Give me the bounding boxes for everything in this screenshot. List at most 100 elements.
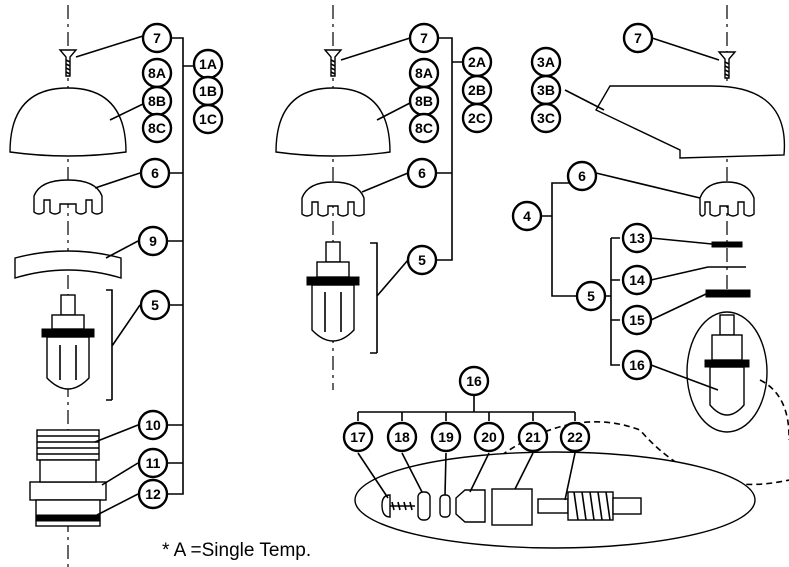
svg-text:20: 20 <box>481 429 497 445</box>
leader-lines-detail <box>357 395 576 501</box>
svg-text:3C: 3C <box>537 110 555 126</box>
callout-12: 12 <box>137 478 169 510</box>
callout-8B-col1: 8B <box>141 85 173 117</box>
spout-handle-3 <box>595 85 786 159</box>
svg-text:3B: 3B <box>537 82 555 98</box>
svg-text:1C: 1C <box>199 111 217 127</box>
callout-7-col2: 7 <box>408 22 440 54</box>
svg-text:5: 5 <box>418 252 426 268</box>
svg-text:15: 15 <box>629 312 645 328</box>
callout-20: 20 <box>473 421 505 453</box>
callout-6-col2: 6 <box>406 157 438 189</box>
screw-part-7-col2 <box>323 49 343 77</box>
svg-text:6: 6 <box>151 165 159 181</box>
callout-3B: 3B <box>530 74 562 106</box>
svg-text:5: 5 <box>151 297 159 313</box>
cap-part-9 <box>14 250 122 279</box>
cartridge-part-16-col3 <box>686 311 768 433</box>
svg-text:18: 18 <box>394 429 410 445</box>
callout-15: 15 <box>621 304 653 336</box>
screw-part-7 <box>58 49 78 77</box>
svg-text:8A: 8A <box>148 65 166 81</box>
svg-text:7: 7 <box>634 30 642 46</box>
svg-text:17: 17 <box>350 429 366 445</box>
callout-2A: 2A <box>461 46 493 78</box>
leader-lines-3 <box>541 37 720 391</box>
svg-text:8B: 8B <box>148 93 166 109</box>
callout-14: 14 <box>621 264 653 296</box>
callout-8A-col2: 8A <box>408 57 440 89</box>
knob-part-6-col3 <box>699 181 755 217</box>
callout-5-col1: 5 <box>139 289 171 321</box>
callout-16-detail: 16 <box>458 365 490 397</box>
callout-21: 21 <box>517 421 549 453</box>
svg-text:10: 10 <box>145 417 161 433</box>
svg-text:13: 13 <box>629 230 645 246</box>
callout-5-col3: 5 <box>575 280 607 312</box>
svg-text:4: 4 <box>523 208 531 224</box>
svg-text:19: 19 <box>438 429 454 445</box>
callout-11: 11 <box>137 447 169 479</box>
callout-3A: 3A <box>530 46 562 78</box>
screw-part-7-col3 <box>717 51 737 79</box>
svg-text:11: 11 <box>146 455 161 471</box>
callout-6-col3: 6 <box>566 160 598 192</box>
svg-text:8C: 8C <box>148 120 166 136</box>
oring-part-13 <box>711 241 743 248</box>
callout-1C: 1C <box>192 103 224 135</box>
callout-18: 18 <box>386 421 418 453</box>
callout-5-col2: 5 <box>406 244 438 276</box>
callout-8B-col2: 8B <box>408 85 440 117</box>
callout-13: 13 <box>621 222 653 254</box>
callout-3C: 3C <box>530 102 562 134</box>
callout-7-col1: 7 <box>141 22 173 54</box>
callout-7-col3: 7 <box>622 22 654 54</box>
callout-2B: 2B <box>461 74 493 106</box>
callout-1A: 1A <box>192 48 224 80</box>
knob-part-6 <box>33 179 103 215</box>
callout-10: 10 <box>137 409 169 441</box>
callout-6-col1: 6 <box>139 157 171 189</box>
footnote: * A =Single Temp. <box>162 540 312 561</box>
svg-text:12: 12 <box>145 486 161 502</box>
seat-part-15 <box>705 289 751 298</box>
callout-17: 17 <box>342 421 374 453</box>
knob-part-6-col2 <box>301 181 365 217</box>
svg-text:7: 7 <box>420 30 428 46</box>
svg-text:16: 16 <box>466 373 482 389</box>
callout-9: 9 <box>137 225 169 257</box>
svg-text:2C: 2C <box>468 110 486 126</box>
callout-8A-col1: 8A <box>141 57 173 89</box>
svg-text:8C: 8C <box>415 120 433 136</box>
svg-text:14: 14 <box>629 272 645 288</box>
callout-19: 19 <box>430 421 462 453</box>
svg-text:3A: 3A <box>537 54 555 70</box>
svg-text:5: 5 <box>587 288 595 304</box>
svg-text:8A: 8A <box>415 65 433 81</box>
detail-parts <box>381 488 642 526</box>
cartridge-part-5 <box>41 294 95 390</box>
callout-16-col3: 16 <box>621 349 653 381</box>
svg-text:2A: 2A <box>468 54 486 70</box>
svg-text:6: 6 <box>418 165 426 181</box>
svg-text:8B: 8B <box>415 93 433 109</box>
valve-body-part <box>29 429 107 527</box>
callout-22: 22 <box>559 421 591 453</box>
cartridge-part-5-col2 <box>306 241 360 342</box>
svg-text:1A: 1A <box>199 56 217 72</box>
dome-handle-2 <box>275 87 391 157</box>
svg-text:21: 21 <box>525 429 541 445</box>
svg-text:22: 22 <box>567 429 583 445</box>
svg-text:2B: 2B <box>468 82 486 98</box>
callout-8C-col1: 8C <box>141 112 173 144</box>
svg-text:16: 16 <box>629 357 645 373</box>
callout-2C: 2C <box>461 102 493 134</box>
svg-text:1B: 1B <box>199 83 217 99</box>
svg-text:9: 9 <box>149 233 157 249</box>
callout-1B: 1B <box>192 75 224 107</box>
callout-8C-col2: 8C <box>408 112 440 144</box>
dome-handle-1 <box>9 87 127 157</box>
callout-4: 4 <box>511 200 543 232</box>
svg-text:6: 6 <box>578 168 586 184</box>
